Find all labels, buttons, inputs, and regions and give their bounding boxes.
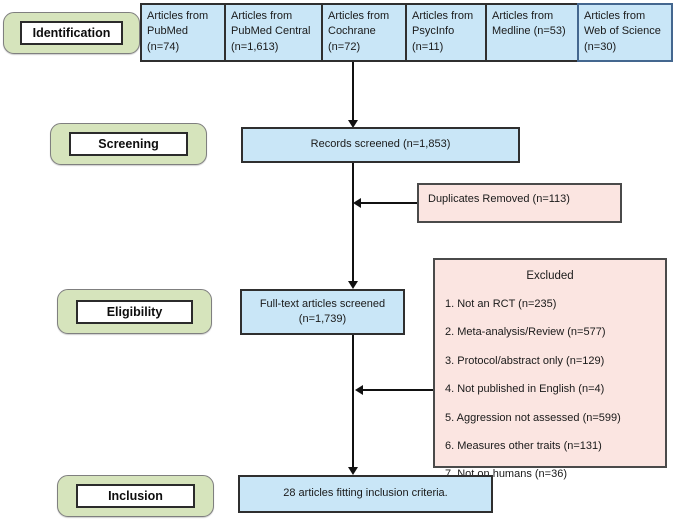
records-screened-box: Records screened (n=1,853) bbox=[241, 127, 520, 163]
arrow-fulltext-to-inclusion-head bbox=[348, 467, 358, 475]
inclusion-result-box: 28 articles fitting inclusion criteria. bbox=[238, 475, 493, 513]
arrow-screened-to-fulltext-line bbox=[352, 163, 354, 282]
stage-label-identification: Identification bbox=[3, 12, 140, 54]
stage-label-inclusion-text: Inclusion bbox=[76, 484, 195, 508]
source-box-pubmed: Articles from PubMed (n=74) bbox=[140, 3, 226, 62]
arrow-sources-to-screened-head bbox=[348, 120, 358, 128]
arrow-screened-to-fulltext-head bbox=[348, 281, 358, 289]
arrow-sources-to-screened-line bbox=[352, 62, 354, 121]
fulltext-screened-box: Full-text articles screened (n=1,739) bbox=[240, 289, 405, 335]
stage-label-screening-text: Screening bbox=[69, 132, 188, 156]
excluded-title: Excluded bbox=[526, 270, 574, 282]
source-box-medline: Articles from Medline (n=53) bbox=[485, 3, 579, 62]
stage-label-screening: Screening bbox=[50, 123, 207, 165]
excluded-box: Excluded 1. Not an RCT (n=235) 2. Meta-a… bbox=[433, 258, 667, 480]
source-box-pubmed-central: Articles from PubMed Central (n=1,613) bbox=[224, 3, 323, 62]
arrow-fulltext-to-inclusion-line bbox=[352, 335, 354, 467]
stage-label-eligibility: Eligibility bbox=[57, 289, 212, 334]
stage-label-inclusion: Inclusion bbox=[57, 475, 214, 517]
source-box-psycinfo: Articles from PsycInfo (n=11) bbox=[405, 3, 487, 62]
duplicates-removed-box: Duplicates Removed (n=113) bbox=[417, 183, 622, 223]
excluded-item: 6. Measures other traits (n=131) bbox=[445, 440, 602, 453]
excluded-item: 4. Not published in English (n=4) bbox=[445, 383, 605, 396]
arrow-duplicates-connector-line bbox=[361, 202, 417, 204]
excluded-item: 5. Aggression not assessed (n=599) bbox=[445, 411, 621, 424]
arrow-excluded-connector-line bbox=[363, 389, 433, 391]
excluded-item: 1. Not an RCT (n=235) bbox=[445, 298, 557, 311]
source-box-cochrane: Articles from Cochrane (n=72) bbox=[321, 3, 407, 62]
excluded-item: 3. Protocol/abstract only (n=129) bbox=[445, 354, 605, 367]
stage-label-eligibility-text: Eligibility bbox=[75, 299, 194, 324]
stage-label-identification-text: Identification bbox=[19, 21, 124, 45]
arrow-duplicates-connector-head bbox=[353, 198, 361, 208]
source-box-web-of-science: Articles from Web of Science (n=30) bbox=[577, 3, 673, 62]
arrow-excluded-connector-head bbox=[355, 385, 363, 395]
excluded-item: 2. Meta-analysis/Review (n=577) bbox=[445, 326, 606, 339]
